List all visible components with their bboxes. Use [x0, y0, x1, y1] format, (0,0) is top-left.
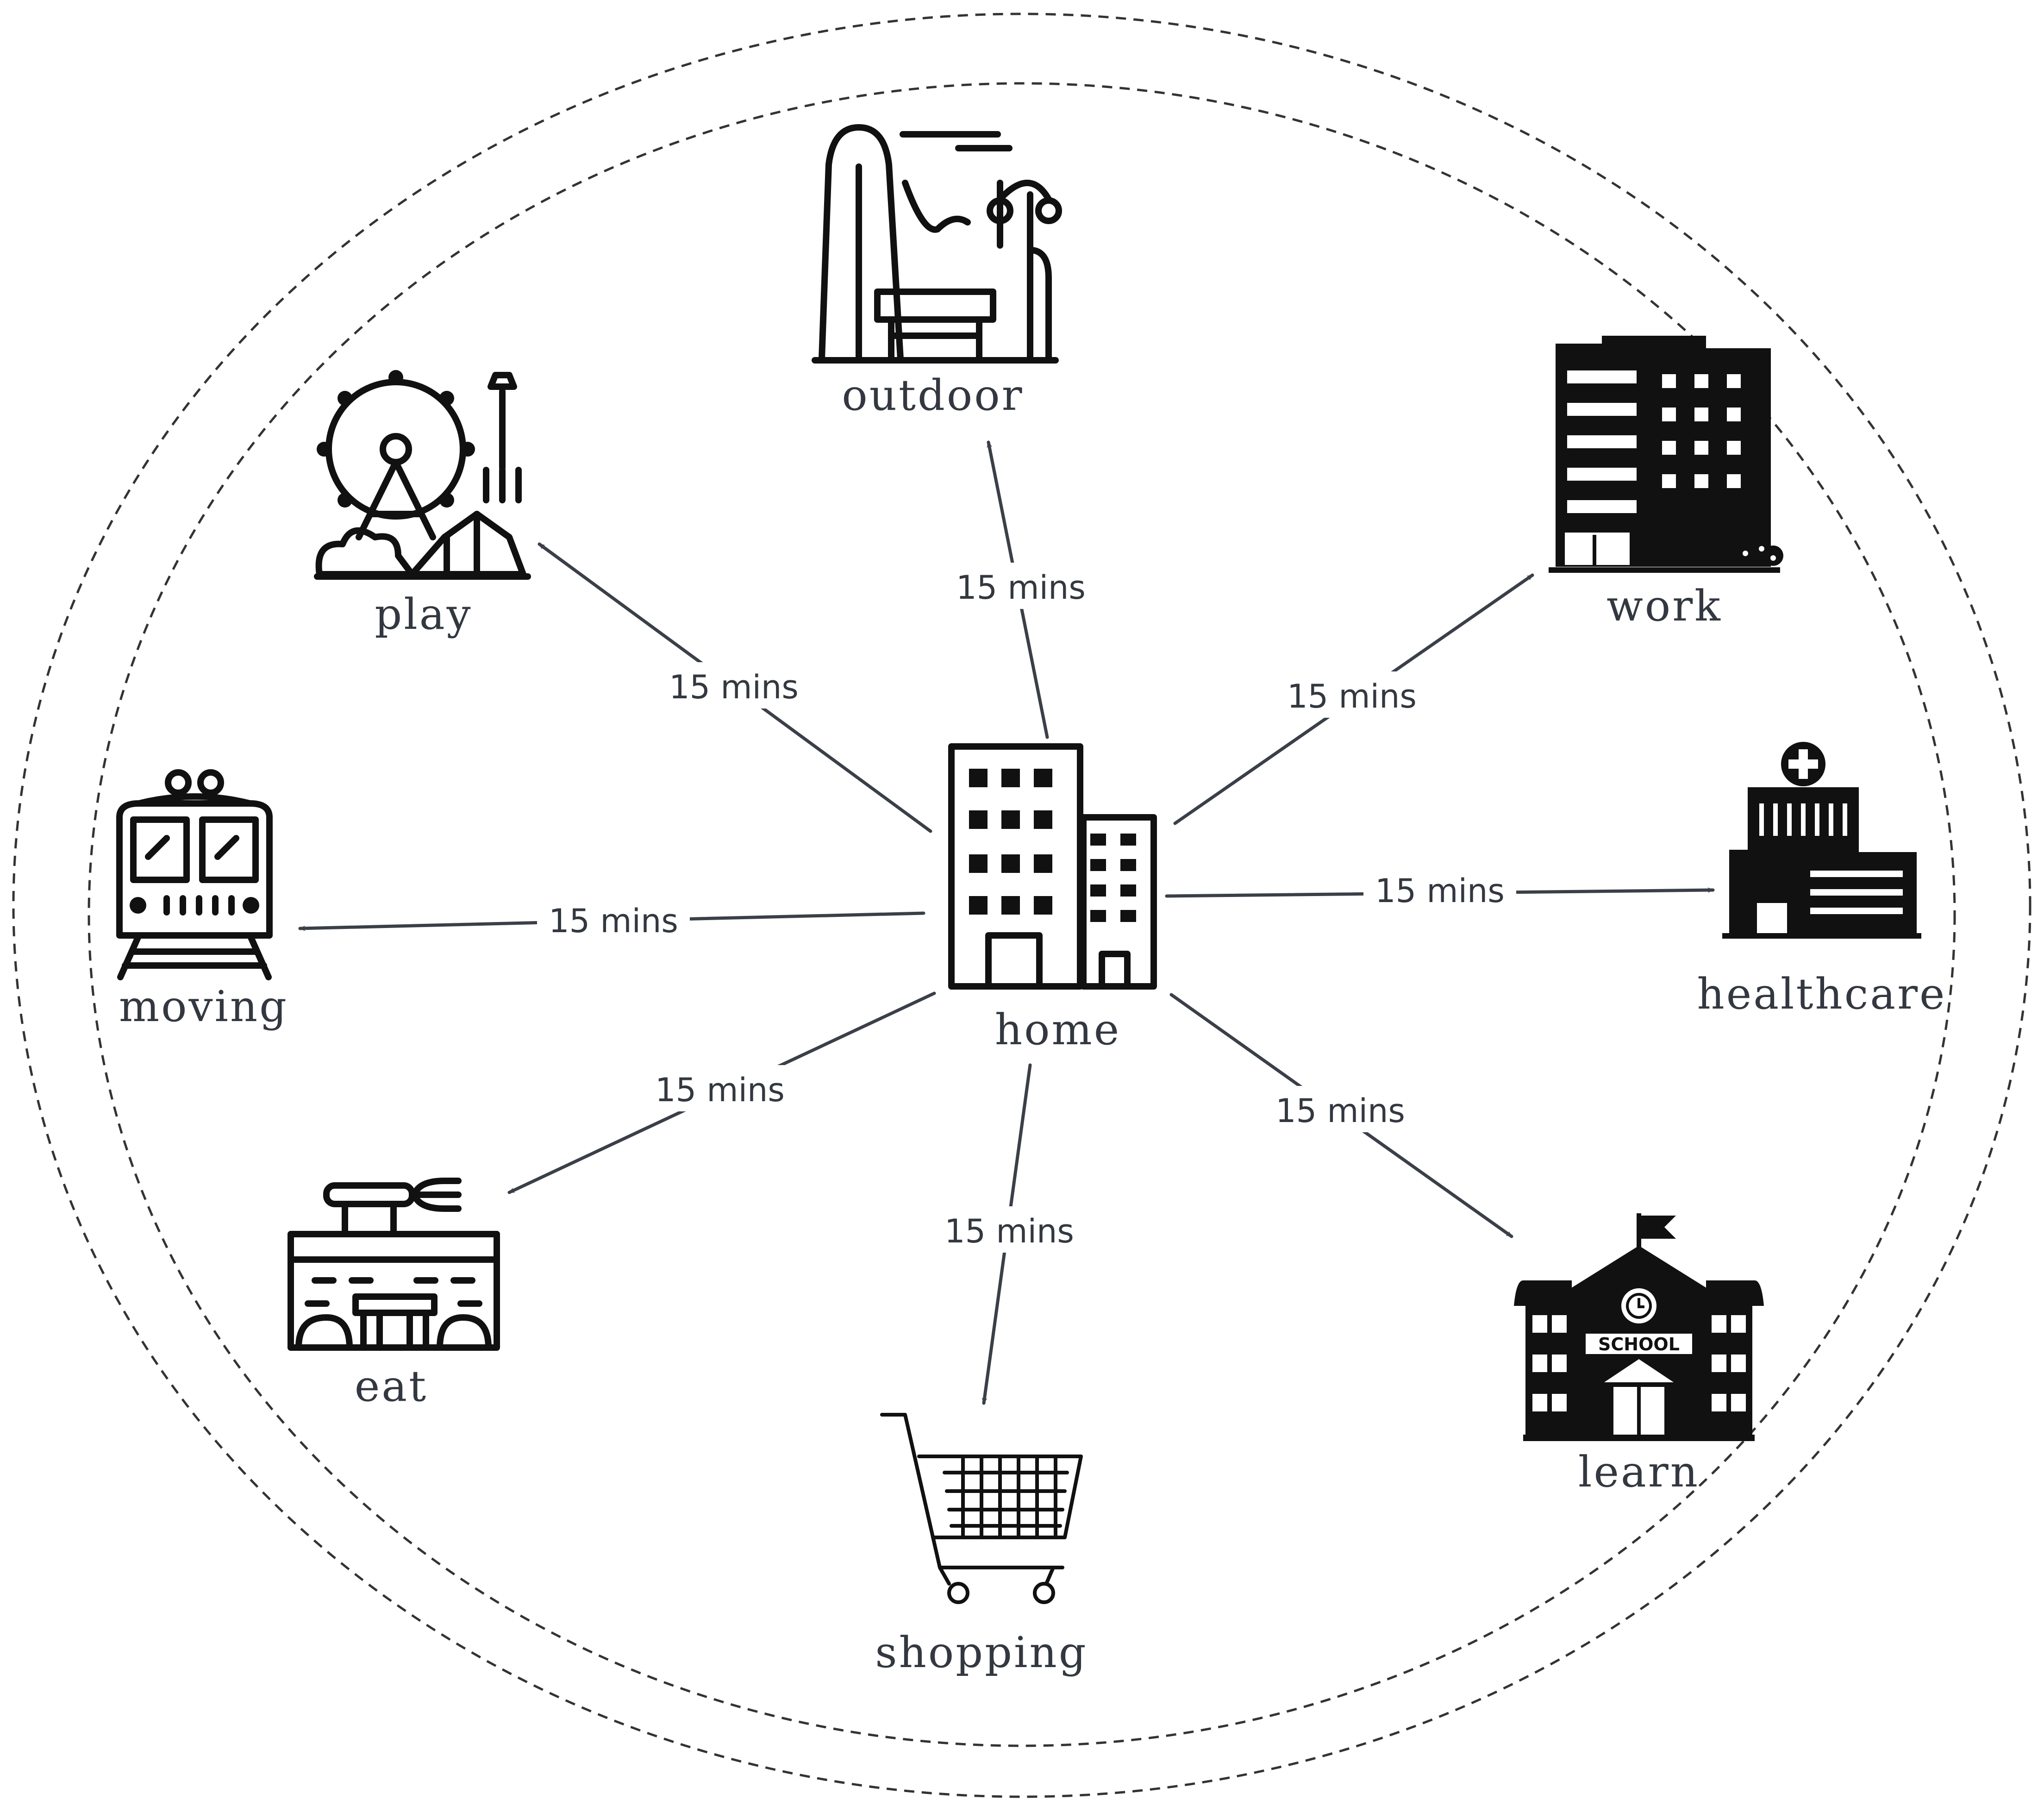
node-label-learn: learn — [1578, 1447, 1700, 1497]
edge-label-play: 15 mins — [657, 662, 810, 709]
edge-label-healthcare: 15 mins — [1363, 866, 1516, 912]
hospital-icon — [1722, 742, 1921, 939]
school-icon: SCHOOL — [1514, 1213, 1764, 1441]
node-work: work — [1549, 336, 1783, 631]
svg-text:15 mins: 15 mins — [669, 668, 799, 706]
node-learn: SCHOOL learn — [1514, 1213, 1764, 1497]
edge-label-eat: 15 mins — [644, 1065, 796, 1111]
apartment-building-icon — [948, 743, 1157, 990]
edge-label-outdoor: 15 mins — [944, 563, 1097, 609]
svg-text:15 mins: 15 mins — [1275, 1092, 1405, 1130]
edge-label-work: 15 mins — [1275, 671, 1428, 718]
node-label-work: work — [1606, 581, 1722, 631]
inner-dashed-ring — [88, 82, 1956, 1747]
node-shopping: shopping — [875, 1413, 1088, 1677]
park-bench-icon — [812, 124, 1062, 364]
restaurant-icon — [288, 1178, 500, 1351]
shopping-cart-icon — [880, 1413, 1083, 1604]
edge-label-learn: 15 mins — [1264, 1086, 1417, 1132]
node-label-moving: moving — [119, 982, 288, 1031]
node-label-play: play — [375, 589, 472, 639]
node-home: home — [948, 743, 1157, 1054]
node-label-outdoor: outdoor — [842, 370, 1024, 420]
edge-label-moving: 15 mins — [537, 896, 690, 942]
node-healthcare: healthcare — [1697, 742, 1947, 1019]
edge-labels: 15 mins 15 mins 15 mins 15 mins 15 mins … — [537, 563, 1516, 1253]
node-play: play — [314, 370, 531, 639]
node-outdoor: outdoor — [812, 124, 1062, 420]
svg-text:15 mins: 15 mins — [944, 1212, 1074, 1250]
outer-dashed-ring — [12, 13, 2031, 1798]
node-label-home: home — [995, 1005, 1121, 1054]
node-eat: eat — [288, 1178, 500, 1411]
svg-text:15 mins: 15 mins — [956, 569, 1086, 607]
svg-text:SCHOOL: SCHOOL — [1598, 1334, 1680, 1354]
node-moving: moving — [116, 769, 288, 1031]
train-icon — [116, 769, 273, 980]
node-label-eat: eat — [355, 1361, 428, 1411]
node-label-healthcare: healthcare — [1697, 969, 1947, 1019]
office-building-icon — [1549, 336, 1783, 573]
amusement-park-icon — [314, 370, 531, 580]
node-label-shopping: shopping — [875, 1628, 1088, 1677]
svg-text:15 mins: 15 mins — [655, 1071, 785, 1109]
edge-label-shopping: 15 mins — [933, 1206, 1086, 1253]
svg-text:15 mins: 15 mins — [549, 902, 678, 940]
svg-text:15 mins: 15 mins — [1287, 677, 1417, 715]
svg-text:15 mins: 15 mins — [1375, 872, 1505, 910]
